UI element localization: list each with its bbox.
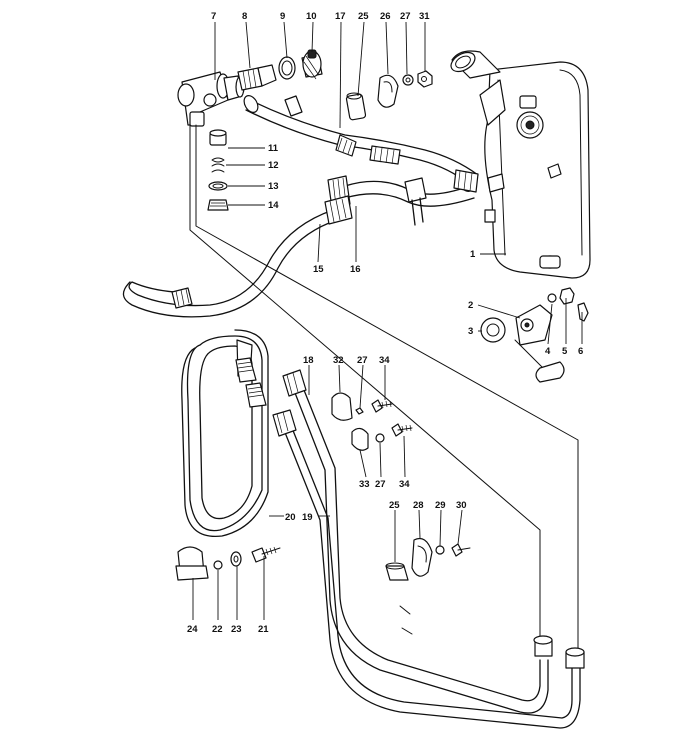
adapter-fitting — [237, 64, 277, 91]
callout-17: 17 — [335, 11, 346, 22]
callout-16: 16 — [350, 264, 361, 275]
callout-30: 30 — [456, 500, 467, 511]
callout-20: 20 — [285, 512, 296, 523]
callout-27-lower: 27 — [375, 479, 386, 490]
oil-thermostat-housing — [177, 71, 245, 127]
callout-19: 19 — [302, 512, 313, 523]
callout-24: 24 — [187, 624, 198, 635]
callout-21: 21 — [258, 624, 269, 635]
drain-cover-assembly — [480, 287, 589, 383]
callout-25-lower: 25 — [389, 500, 400, 511]
callout-5: 5 — [562, 346, 568, 357]
callout-27-top: 27 — [400, 11, 411, 22]
callout-4: 4 — [545, 346, 551, 357]
lock-washer-top — [402, 74, 414, 86]
hose-coupler — [369, 145, 479, 193]
leader-lines — [192, 21, 583, 620]
callout-6: 6 — [578, 346, 583, 357]
pipe-clamp-set-lower — [385, 537, 471, 581]
callout-14: 14 — [268, 200, 279, 211]
long-guide-lines — [189, 124, 579, 651]
callout-10: 10 — [306, 11, 317, 22]
callout-2: 2 — [468, 300, 473, 311]
callout-34-upper: 34 — [379, 355, 390, 366]
callout-18: 18 — [303, 355, 314, 366]
callout-33: 33 — [359, 479, 370, 490]
callout-29: 29 — [435, 500, 446, 511]
callout-7: 7 — [211, 11, 216, 22]
oil-cooler-coil — [181, 329, 269, 538]
callout-13: 13 — [268, 181, 279, 192]
rubber-sleeve-top — [345, 92, 367, 121]
callout-15: 15 — [313, 264, 324, 275]
callout-12: 12 — [268, 160, 279, 171]
bracket-bolt-set — [175, 546, 281, 581]
callout-34-lower: 34 — [399, 479, 410, 490]
oil-line-18-19 — [272, 369, 585, 729]
oil-tank — [450, 50, 591, 279]
pipe-clamp-set-upper — [331, 392, 413, 451]
callout-9: 9 — [280, 11, 285, 22]
drain-plug-assembly — [207, 129, 229, 211]
callout-26: 26 — [380, 11, 391, 22]
callout-25-top: 25 — [358, 11, 369, 22]
oil-thermostat — [301, 49, 323, 80]
hex-nut-top — [417, 70, 433, 88]
hose-clamp-top — [377, 74, 399, 108]
callout-32: 32 — [333, 355, 344, 366]
seal-ring — [278, 56, 296, 80]
callout-labels: 7 8 9 10 17 25 26 27 31 11 12 13 14 15 1… — [187, 11, 583, 635]
callout-27-mid: 27 — [357, 355, 368, 366]
callout-11: 11 — [268, 143, 279, 154]
callout-3: 3 — [468, 326, 473, 337]
callout-8: 8 — [242, 11, 247, 22]
callout-28: 28 — [413, 500, 424, 511]
callout-1: 1 — [470, 249, 476, 260]
callout-31: 31 — [419, 11, 430, 22]
callout-23: 23 — [231, 624, 242, 635]
callout-22: 22 — [212, 624, 223, 635]
oil-hose-15 — [122, 195, 353, 318]
